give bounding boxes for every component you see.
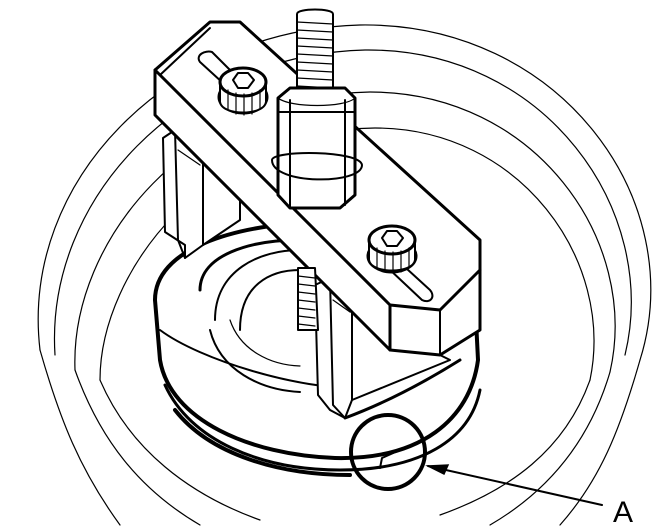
left-puller-jaw: [162, 129, 241, 259]
housing-bore-rings: [37, 24, 652, 526]
callout-a: A: [349, 413, 633, 529]
left-cap-screw: [217, 66, 269, 116]
leader-line: [427, 465, 603, 506]
arrowhead-icon: [425, 464, 450, 476]
callout-label-a: A: [613, 496, 633, 529]
callout-circle: [349, 413, 427, 491]
right-cap-screw: [366, 224, 418, 274]
detail-notch: [379, 449, 401, 469]
forcing-screw: [271, 8, 363, 331]
